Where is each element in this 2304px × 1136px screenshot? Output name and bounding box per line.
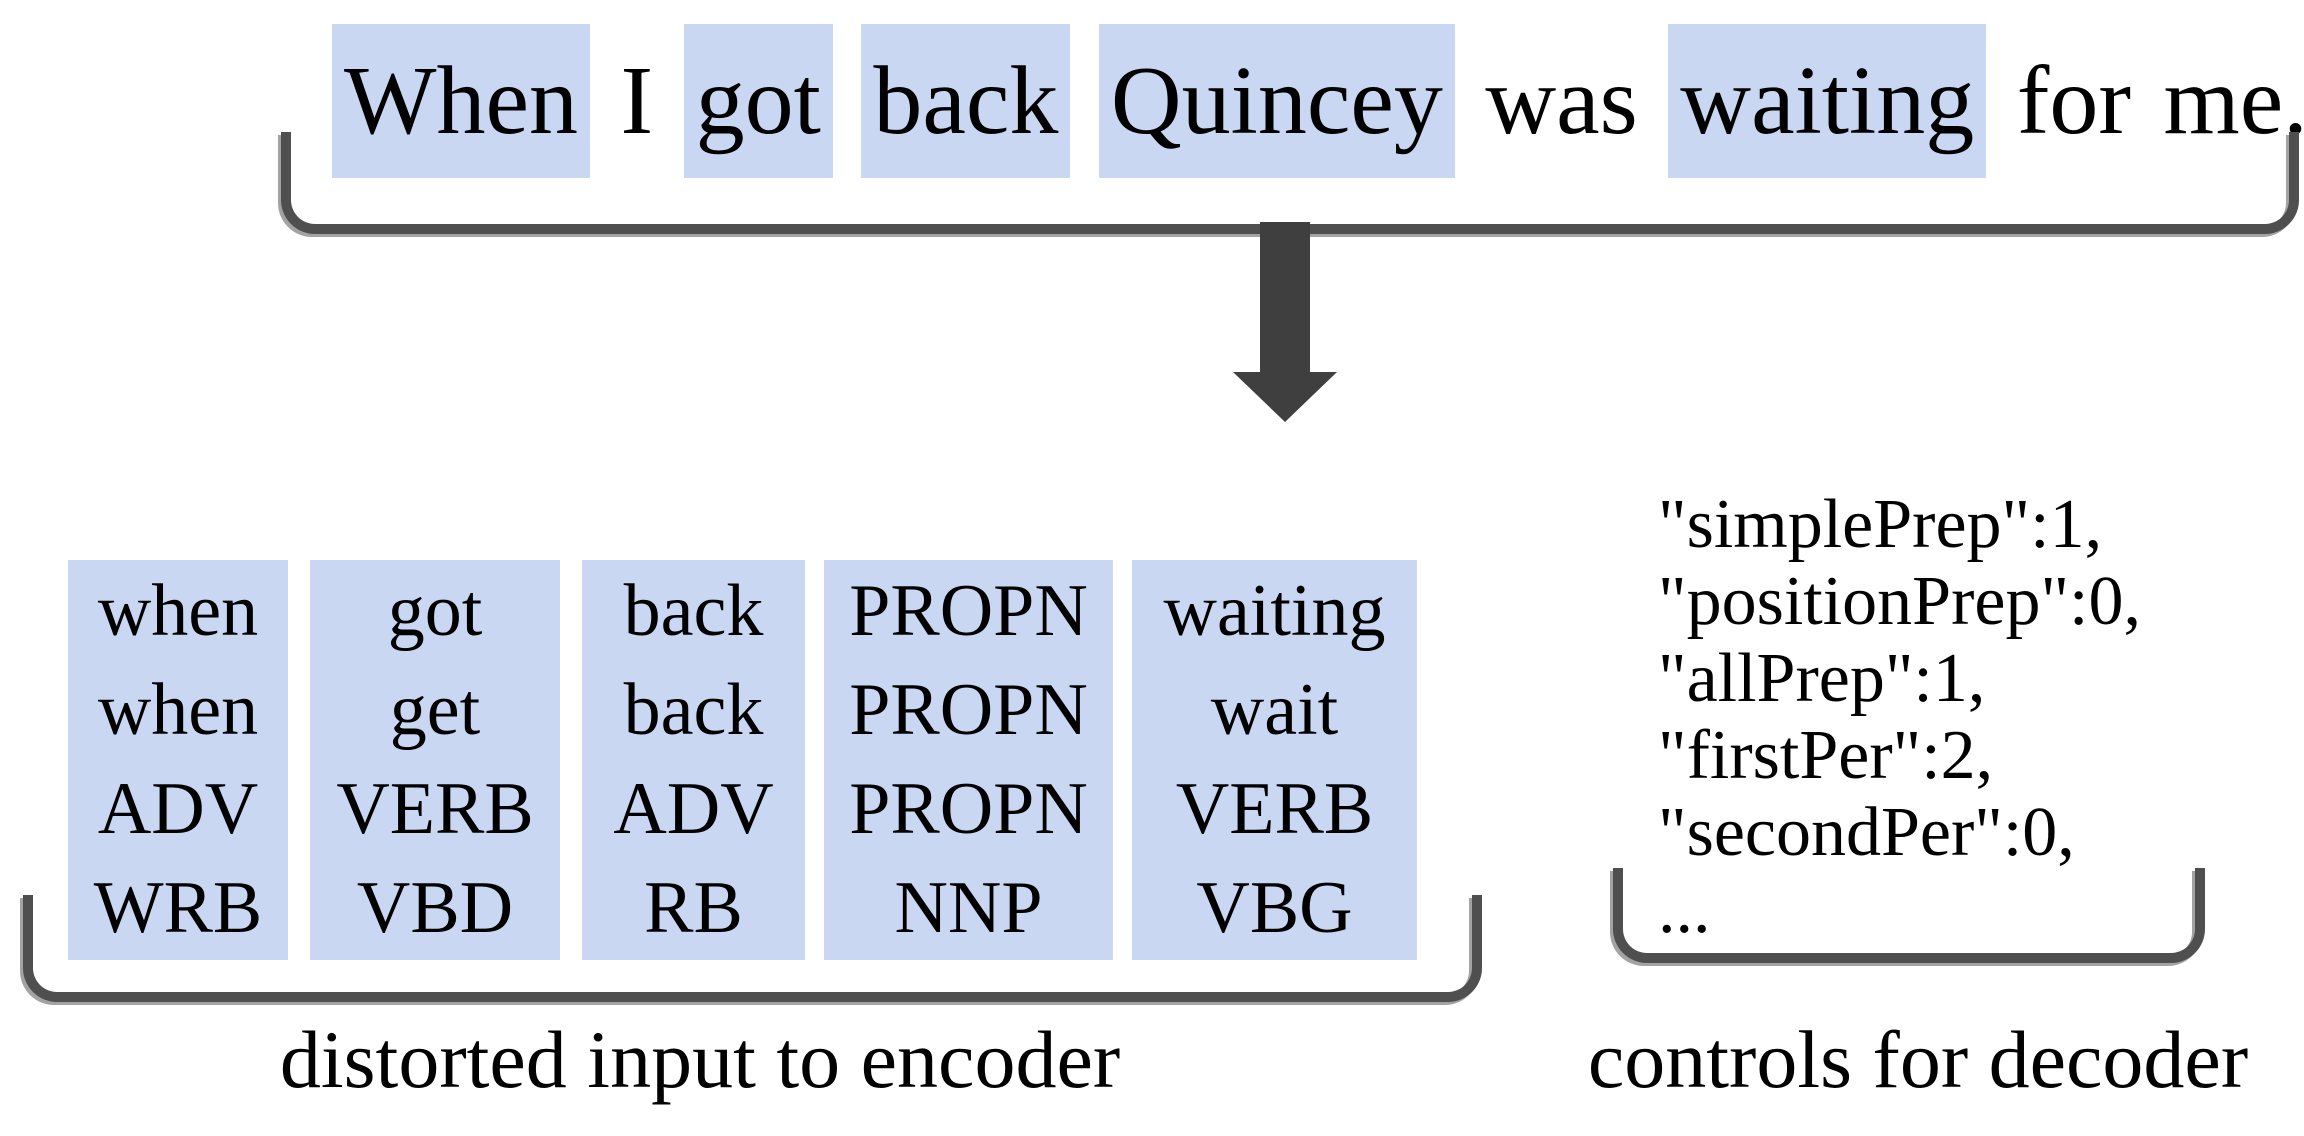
- decoder-caption: controls for decoder: [1587, 1014, 2249, 1105]
- encoder-token-column: PROPN PROPN PROPN NNP: [824, 560, 1113, 960]
- token-feature: VBD: [356, 867, 514, 949]
- token-feature: ADV: [97, 768, 259, 850]
- sentence-token-was: was: [1485, 47, 1638, 155]
- encoder-token-column: when when ADV WRB: [68, 560, 288, 960]
- encoder-token-column: got get VERB VBD: [310, 560, 560, 960]
- encoder-underbrace: [23, 895, 1482, 1002]
- control-line: "allPrep":1,: [1658, 640, 1986, 717]
- encoder-caption: distorted input to encoder: [279, 1014, 1121, 1105]
- token-feature: PROPN: [849, 570, 1088, 652]
- token-feature: VBG: [1196, 867, 1353, 949]
- token-feature: back: [623, 570, 764, 652]
- token-feature: PROPN: [849, 768, 1088, 850]
- token-feature: back: [623, 669, 764, 751]
- token-feature: get: [389, 669, 481, 751]
- sentence-token-when: When: [332, 24, 590, 178]
- sentence-token-got: got: [683, 24, 833, 178]
- token-feature: NNP: [894, 867, 1043, 949]
- token-feature: waiting: [1163, 570, 1386, 652]
- token-feature: PROPN: [849, 669, 1088, 751]
- control-line-ellipsis: ...: [1658, 871, 1711, 948]
- token-feature: ADV: [613, 768, 774, 850]
- control-line: "simplePrep":1,: [1658, 486, 2103, 563]
- source-sentence: When I got back Quincey was waiting for …: [332, 24, 2304, 178]
- sentence-token-for: for: [2016, 47, 2132, 155]
- token-feature: VERB: [336, 768, 534, 850]
- sentence-underbrace: [281, 132, 2299, 234]
- token-feature: when: [97, 669, 259, 751]
- control-line: "positionPrep":0,: [1658, 563, 2141, 640]
- token-feature: RB: [644, 867, 743, 949]
- control-line: "secondPer":0,: [1658, 794, 2075, 871]
- sentence-token-waiting: waiting: [1668, 24, 1987, 178]
- sentence-token-i: I: [620, 47, 654, 155]
- token-feature: WRB: [93, 867, 263, 949]
- token-feature: when: [97, 570, 259, 652]
- down-arrow-icon: [1233, 222, 1337, 422]
- decoder-controls: "simplePrep":1, "positionPrep":0, "allPr…: [1658, 486, 2141, 948]
- control-line: "firstPer":2,: [1658, 717, 1994, 794]
- sentence-token-back: back: [861, 24, 1071, 178]
- decoder-underbrace: [1613, 868, 2205, 963]
- sentence-token-quincey: Quincey: [1098, 24, 1455, 178]
- token-feature: wait: [1210, 669, 1339, 751]
- token-feature: got: [387, 570, 483, 652]
- encoder-token-column: back back ADV RB: [582, 560, 805, 960]
- token-feature: VERB: [1175, 768, 1374, 850]
- encoder-token-column: waiting wait VERB VBG: [1132, 560, 1417, 960]
